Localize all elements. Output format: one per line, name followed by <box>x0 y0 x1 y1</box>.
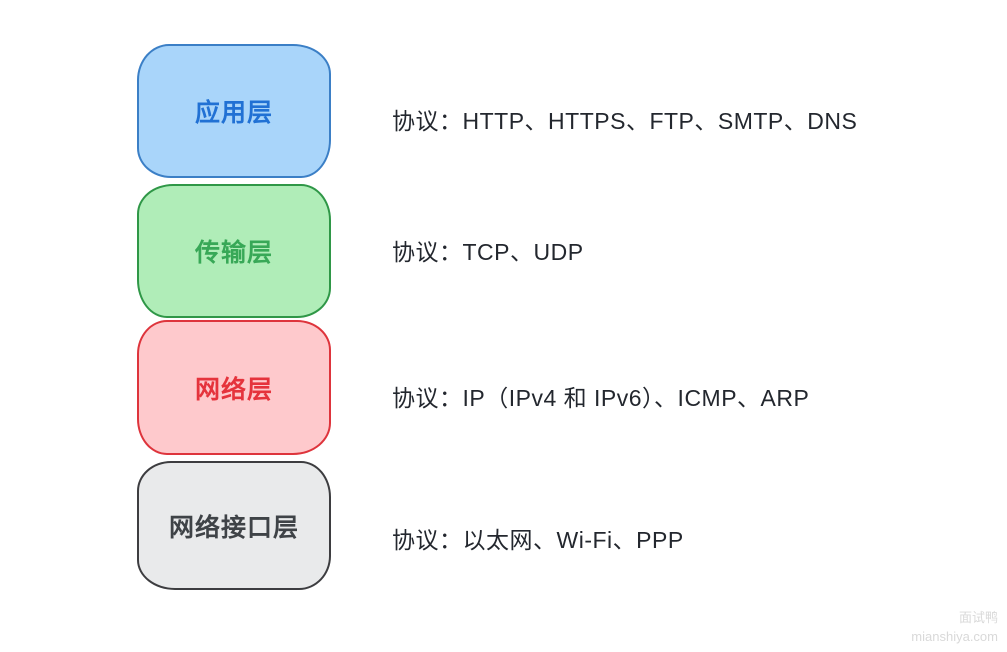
layer-label-network: 网络层 <box>194 375 273 404</box>
layer-label-network-interface: 网络接口层 <box>168 513 299 542</box>
layer-label-application: 应用层 <box>194 99 273 127</box>
protocol-text-network-interface: 协议：以太网、Wi-Fi、PPP <box>392 527 684 553</box>
layer-box-network-interface: 网络接口层 <box>137 461 331 590</box>
watermark: 面试鸭 mianshiya.com <box>911 608 998 646</box>
layer-label-transport: 传输层 <box>194 239 273 267</box>
layer-box-application: 应用层 <box>137 44 331 178</box>
watermark-brand: 面试鸭 <box>958 610 998 625</box>
protocol-text-application: 协议：HTTP、HTTPS、FTP、SMTP、DNS <box>392 108 858 134</box>
protocol-text-transport: 协议：TCP、UDP <box>392 239 584 265</box>
layer-box-network: 网络层 <box>137 320 331 455</box>
watermark-site: mianshiya.com <box>911 629 998 644</box>
layer-box-transport: 传输层 <box>137 184 331 318</box>
protocol-text-network: 协议：IP（IPv4 和 IPv6）、ICMP、ARP <box>392 385 810 411</box>
